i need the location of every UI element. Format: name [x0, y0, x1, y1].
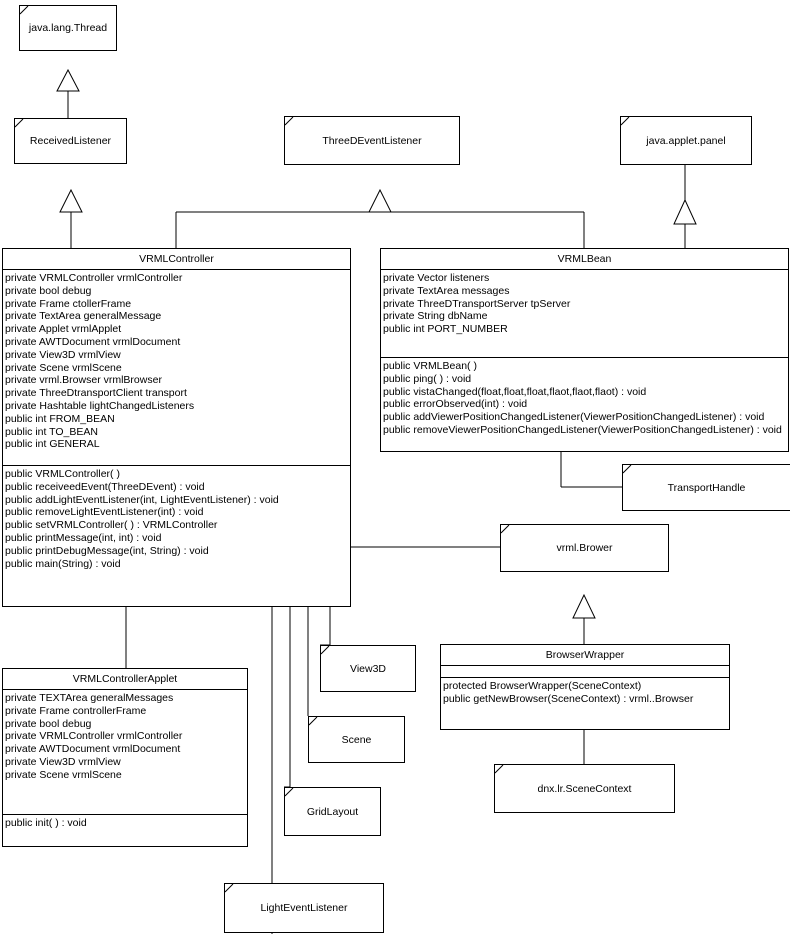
class-name: TransportHandle [667, 481, 746, 494]
attribute-line: private vrml.Browser vrmlBrowser [5, 374, 162, 387]
attribute-line: public int PORT_NUMBER [383, 323, 508, 336]
operation-line: public errorObserved(int) : void [383, 398, 528, 411]
inheritance-arrow-panel [673, 198, 697, 225]
class-name: Scene [341, 733, 372, 746]
attribute-line: private Scene vrmlScene [5, 768, 122, 781]
class-name: View3D [350, 662, 386, 675]
class-box-vrml-controller-applet[interactable]: VRMLControllerApplet private TEXTArea ge… [2, 668, 248, 847]
class-name: java.lang.Thread [28, 22, 108, 34]
attribute-line: private Frame controllerFrame [5, 704, 147, 717]
operation-line: public printDebugMessage(int, String) : … [5, 544, 209, 557]
inheritance-arrow-threed [368, 188, 392, 213]
class-box-thread[interactable]: java.lang.Thread [19, 5, 117, 51]
class-name: VRMLController [3, 249, 350, 270]
class-name: VRMLBean [381, 249, 788, 270]
operation-line: public getNewBrowser(SceneContext) : vrm… [443, 692, 694, 705]
folded-corner-icon [20, 6, 29, 15]
attribute-line: private Vector listeners [383, 272, 490, 284]
folded-corner-icon [321, 646, 330, 655]
class-name: dnx.lr.SceneContext [537, 782, 632, 795]
attribute-line: private Scene vrmlScene [5, 361, 122, 374]
operations-section: public init( ) : void [3, 815, 247, 830]
class-name: vrml.Brower [556, 542, 613, 554]
operation-line: public VRMLController( ) [5, 468, 120, 480]
operation-line: public addLightEventListener(int, LightE… [5, 493, 279, 506]
class-name: LightEventListener [260, 902, 348, 914]
attribute-line: private Frame ctollerFrame [5, 297, 132, 310]
attribute-line: private TEXTArea generalMessages [5, 692, 174, 704]
operations-section: protected BrowserWrapper(SceneContext)pu… [441, 678, 729, 706]
attribute-line: private TextArea generalMessage [5, 310, 162, 323]
class-name: ThreeDEventListener [322, 134, 422, 147]
class-box-three-d-event-listener[interactable]: ThreeDEventListener [284, 116, 460, 165]
class-name: GridLayout [306, 805, 359, 818]
attribute-line: private TextArea messages [383, 284, 510, 297]
attribute-line: private ThreeDtransportClient transport [5, 387, 187, 400]
inheritance-arrow-brower [572, 593, 596, 619]
class-box-applet-panel[interactable]: java.applet.panel [620, 116, 752, 165]
operation-line: public ping( ) : void [383, 372, 472, 385]
attribute-line: private Hashtable lightChangedListeners [5, 399, 195, 412]
operations-section: public VRMLController( )public receiveed… [3, 466, 350, 570]
operation-line: public main(String) : void [5, 557, 121, 570]
operation-line: public VRMLBean( ) [383, 360, 477, 372]
class-box-light-event-listener[interactable]: LightEventListener [224, 883, 384, 933]
folded-corner-icon [495, 765, 504, 774]
folded-corner-icon [501, 525, 510, 534]
attributes-section [441, 666, 729, 678]
attribute-line: public int GENERAL [5, 438, 100, 451]
attribute-line: public int TO_BEAN [5, 425, 98, 438]
operation-line: public removeViewerPositionChangedListen… [383, 423, 782, 436]
class-box-transport-handle[interactable]: TransportHandle [622, 464, 790, 511]
operation-line: public addViewerPositionChangedListener(… [383, 411, 765, 424]
class-box-view3d[interactable]: View3D [320, 645, 416, 692]
class-box-scene-context[interactable]: dnx.lr.SceneContext [494, 764, 675, 813]
operation-line: public printMessage(int, int) : void [5, 531, 162, 544]
inheritance-arrow-thread [56, 68, 80, 92]
attribute-line: public int FROM_BEAN [5, 412, 115, 425]
class-name: ReceivedListener [29, 135, 112, 147]
attribute-line: private AWTDocument vrmlDocument [5, 335, 181, 348]
folded-corner-icon [623, 465, 632, 474]
attribute-line: private VRMLController vrmlController [5, 730, 183, 743]
attribute-line: private bool debug [5, 284, 92, 297]
attribute-line: private View3D vrmlView [5, 755, 121, 768]
folded-corner-icon [285, 788, 294, 797]
attribute-line: private ThreeDTransportServer tpServer [383, 297, 571, 310]
inheritance-arrow-received [59, 188, 83, 213]
class-box-grid-layout[interactable]: GridLayout [284, 787, 381, 836]
class-box-received-listener[interactable]: ReceivedListener [14, 118, 127, 164]
class-name: java.applet.panel [646, 134, 726, 147]
folded-corner-icon [225, 884, 234, 893]
operation-line: public receiveedEvent(ThreeDEvent) : voi… [5, 480, 205, 493]
attribute-line: private Applet vrmlApplet [5, 323, 122, 336]
folded-corner-icon [285, 117, 294, 126]
attribute-line: private AWTDocument vrmlDocument [5, 743, 181, 756]
class-name: VRMLControllerApplet [3, 669, 247, 690]
attribute-line: private bool debug [5, 717, 92, 730]
folded-corner-icon [15, 119, 24, 128]
operation-line: public init( ) : void [5, 817, 87, 829]
operation-line: public removeLightEventListener(int) : v… [5, 506, 204, 519]
attribute-line: private VRMLController vrmlController [5, 272, 183, 284]
operation-line: protected BrowserWrapper(SceneContext) [443, 680, 642, 692]
class-name: BrowserWrapper [441, 645, 729, 666]
folded-corner-icon [621, 117, 630, 126]
class-box-vrml-brower[interactable]: vrml.Brower [500, 524, 669, 572]
operation-line: public vistaChanged(float,float,float,fl… [383, 385, 647, 398]
attribute-line: private String dbName [383, 310, 488, 323]
class-box-browser-wrapper[interactable]: BrowserWrapper protected BrowserWrapper(… [440, 644, 730, 730]
operation-line: public setVRMLController( ) : VRMLContro… [5, 519, 218, 532]
folded-corner-icon [309, 717, 318, 726]
class-box-scene[interactable]: Scene [308, 716, 405, 763]
attribute-line: private View3D vrmlView [5, 348, 121, 361]
class-box-vrml-controller[interactable]: VRMLController private VRMLController vr… [2, 248, 351, 607]
